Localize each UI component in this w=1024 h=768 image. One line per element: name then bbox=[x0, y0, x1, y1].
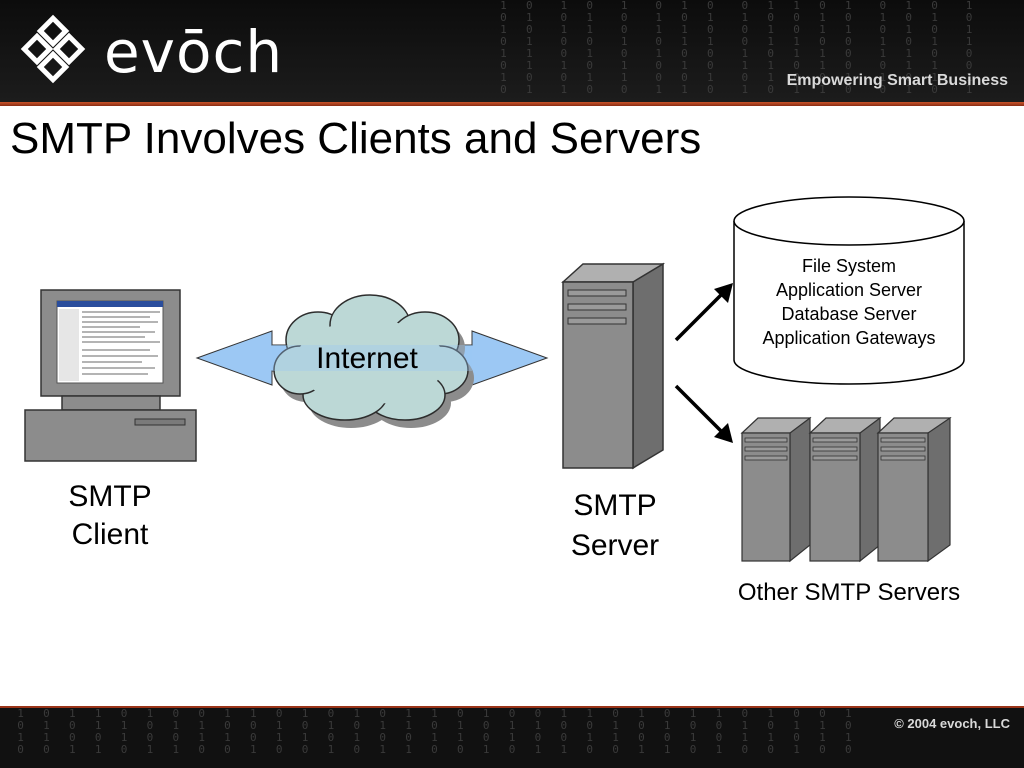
server-label-line2: Server bbox=[570, 529, 660, 562]
copyright-text: © 2004 evoch, LLC bbox=[894, 716, 1010, 731]
arrow-up-right-icon bbox=[674, 283, 733, 342]
backend-item: Application Gateways bbox=[762, 328, 936, 348]
header-divider bbox=[0, 102, 1024, 106]
smtp-server-tower-icon bbox=[561, 262, 665, 470]
other-servers-icon bbox=[740, 416, 952, 563]
slide-title: SMTP Involves Clients and Servers bbox=[10, 114, 702, 163]
backend-systems-list: File System Application Server Database … bbox=[734, 254, 964, 350]
other-servers-label: Other SMTP Servers bbox=[737, 579, 961, 606]
server-label: SMTP Server bbox=[545, 486, 685, 566]
footer-binary-background: 1 0 1 1 0 1 0 0 1 1 0 1 0 1 0 1 1 0 1 0 … bbox=[17, 708, 854, 756]
client-label: SMTP Client bbox=[40, 478, 180, 554]
client-label-line2: Client bbox=[71, 518, 149, 551]
diamond-logo-icon bbox=[20, 14, 86, 84]
arrow-overlay bbox=[272, 345, 472, 371]
arrow-down-right-icon bbox=[674, 384, 733, 443]
tagline: Empowering Smart Business bbox=[786, 72, 1008, 89]
footer-banner: 1 0 1 1 0 1 0 0 1 1 0 1 0 1 0 1 1 0 1 0 … bbox=[0, 708, 1024, 768]
server-label-line1: SMTP bbox=[573, 489, 657, 522]
client-computer-icon bbox=[24, 289, 197, 462]
internet-label: Internet bbox=[316, 342, 418, 375]
backend-cylinder-icon bbox=[733, 196, 965, 385]
internet-cloud-icon bbox=[273, 294, 474, 428]
logo-wordmark: evōch bbox=[104, 18, 284, 86]
footer-divider bbox=[0, 706, 1024, 709]
backend-item: Application Server bbox=[775, 280, 923, 300]
client-label-line1: SMTP bbox=[68, 480, 152, 513]
backend-item: Database Server bbox=[781, 304, 917, 324]
evoch-logo: evōch bbox=[14, 14, 282, 90]
backend-item: File System bbox=[801, 256, 897, 276]
